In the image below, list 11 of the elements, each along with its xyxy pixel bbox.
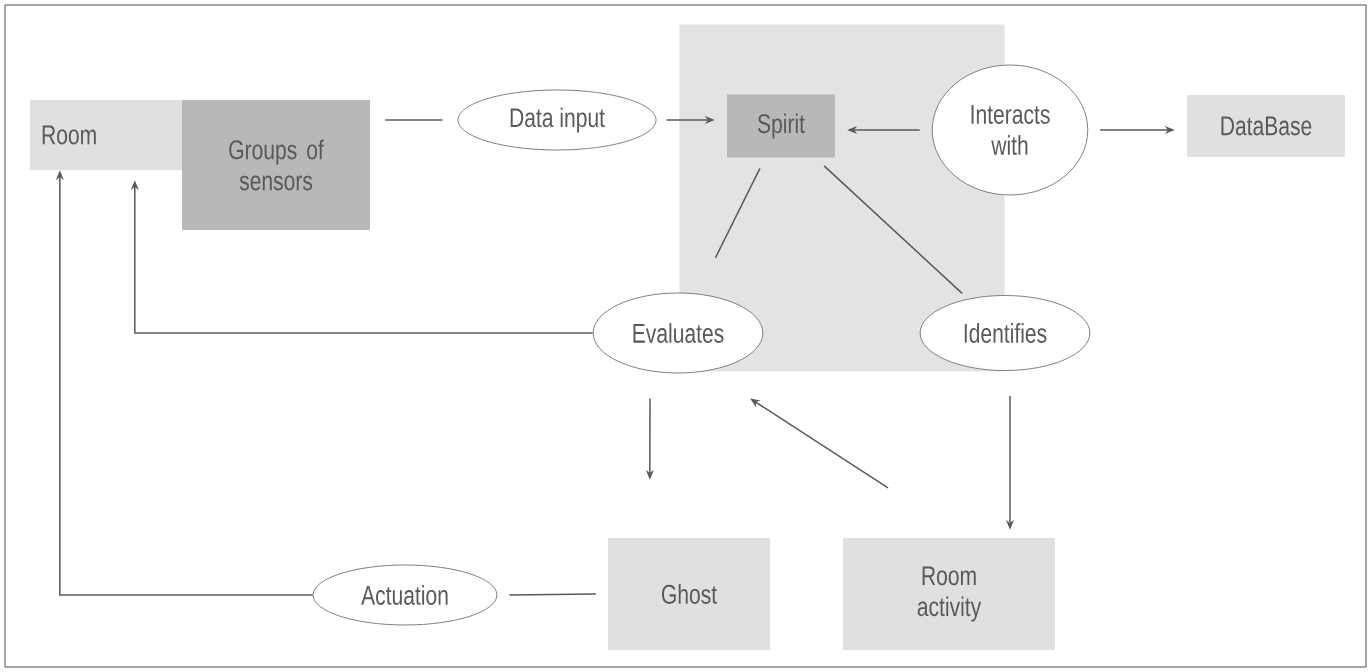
connector-line <box>384 119 444 121</box>
process-box: Ghost <box>608 538 770 650</box>
connector-line <box>823 165 963 295</box>
process-box: Spirit <box>727 94 835 158</box>
connector-line <box>508 593 597 596</box>
connector-line <box>714 167 761 259</box>
process-box: Room <box>30 100 182 170</box>
process-box: Room activity <box>843 538 1055 650</box>
arrow <box>750 398 889 489</box>
process-box: DataBase <box>1187 95 1345 157</box>
process-box: Groups of sensors <box>182 100 370 230</box>
